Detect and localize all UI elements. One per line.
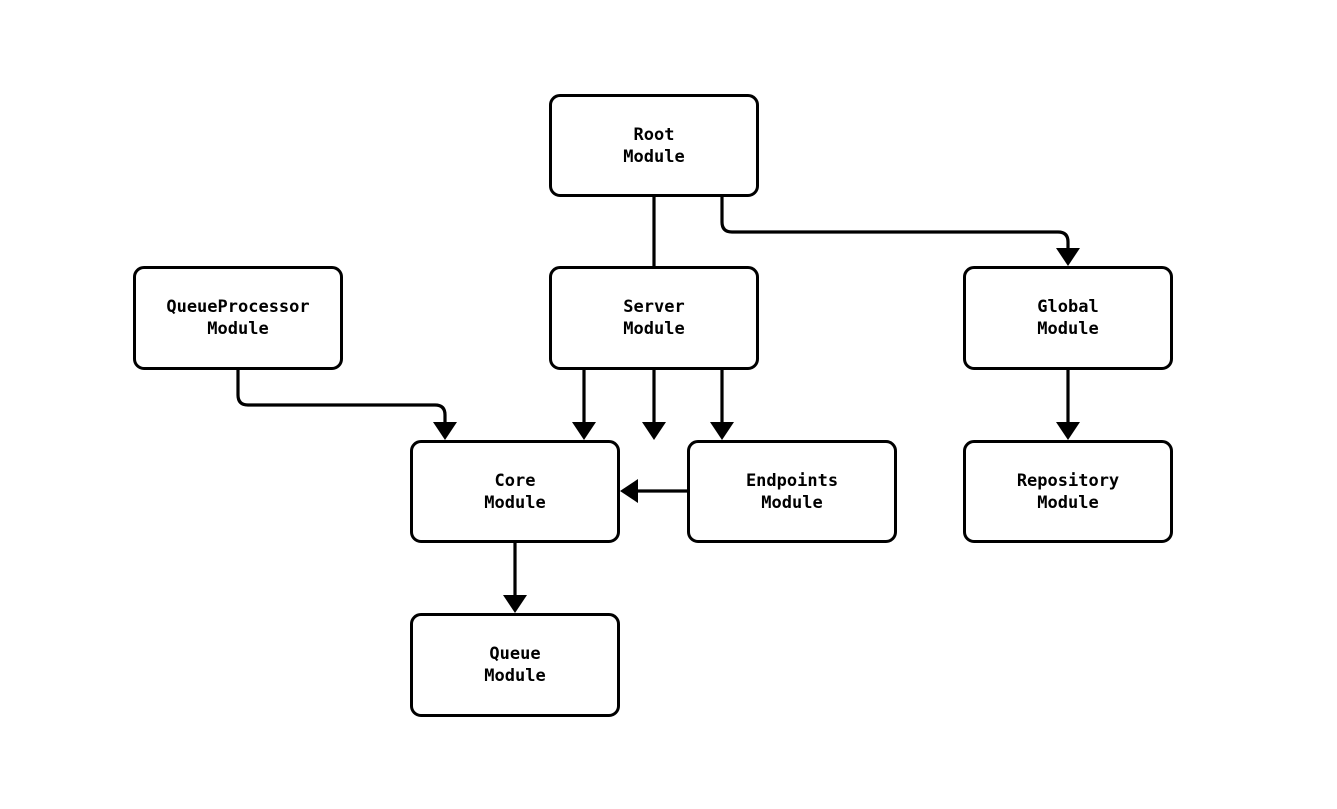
node-root-line1: Root [633, 124, 675, 145]
arrowhead-core-queue [503, 595, 527, 613]
node-global-line1: Global [1037, 297, 1099, 317]
arrowhead-server-core [572, 422, 596, 440]
arrowhead-endpoints-core [620, 479, 638, 503]
node-server-line2: Module [623, 319, 685, 339]
node-root-line2: Module [623, 146, 685, 167]
node-queueprocessor-line1: QueueProcessor [166, 297, 310, 317]
node-repository[interactable]: Repository Module [963, 440, 1173, 543]
node-global[interactable]: Global Module [963, 266, 1173, 370]
node-core-line1: Core [494, 470, 536, 491]
arrowhead-root-global [1056, 248, 1080, 266]
node-core[interactable]: Core Module [410, 440, 620, 543]
arrowhead-queueprocessor-core [433, 422, 457, 440]
node-server[interactable]: Server Module [549, 266, 759, 370]
node-endpoints-line1: Endpoints [745, 470, 839, 491]
node-endpoints[interactable]: Endpoints Module [687, 440, 897, 543]
arrowhead-global-repository [1056, 422, 1080, 440]
arrowhead-root-server [642, 422, 666, 440]
edge-queueprocessor-core [236, 370, 447, 432]
node-repository-line1: Repository [1016, 470, 1120, 491]
edge-root-global [720, 197, 1070, 258]
node-root[interactable]: Root Module [549, 94, 759, 197]
node-queueprocessor[interactable]: QueueProcessor Module [133, 266, 343, 370]
node-endpoints-line2: Module [761, 492, 823, 513]
node-repository-line2: Module [1037, 492, 1099, 513]
node-queue-line1: Queue [489, 644, 541, 664]
node-server-line1: Server [623, 297, 685, 317]
arrowhead-server-endpoints [710, 422, 734, 440]
node-queueprocessor-line2: Module [207, 319, 269, 339]
node-queue[interactable]: Queue Module [410, 613, 620, 717]
node-queue-line2: Module [484, 666, 546, 686]
node-core-line2: Module [484, 492, 546, 513]
node-global-line2: Module [1037, 319, 1099, 339]
